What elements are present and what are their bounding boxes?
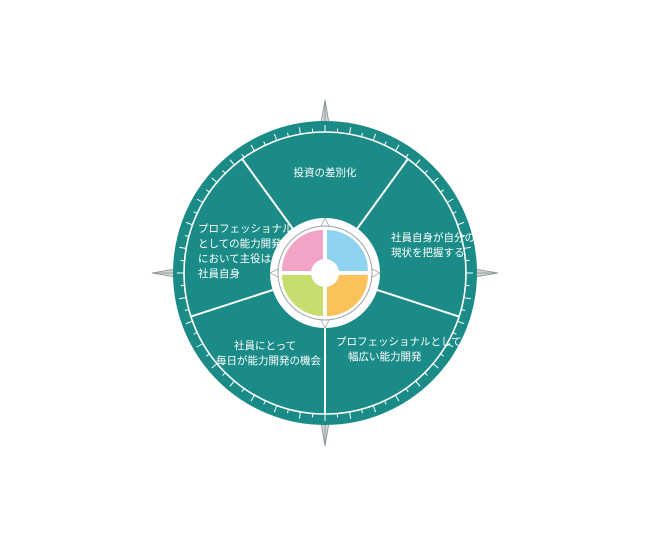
- tick-mark: [179, 296, 187, 300]
- segment-label-upper-left-line3: において主役は: [198, 252, 271, 265]
- tick-mark: [286, 409, 289, 414]
- segment-label-lower-right: プロフェッショナルとしての 幅広い能力開発: [336, 336, 476, 363]
- segment-dividers: [190, 158, 460, 414]
- tick-mark: [273, 133, 278, 141]
- tick-mark: [372, 405, 377, 413]
- tick-mark: [185, 320, 193, 325]
- tick-mark: [193, 332, 198, 335]
- segment-divider: [376, 289, 460, 318]
- segment-divider: [356, 158, 409, 230]
- tick-mark: [298, 411, 302, 419]
- tick-mark: [372, 133, 377, 141]
- tick-mark: [424, 170, 428, 174]
- tick-mark: [250, 394, 255, 402]
- tick-mark: [384, 400, 387, 405]
- segment-label-upper-right: 社員自身が自分の 現状を把握する: [391, 231, 478, 259]
- tick-mark: [184, 309, 189, 312]
- tick-mark: [463, 296, 471, 300]
- tick-mark: [461, 309, 466, 312]
- segment-label-lower-left: 社員にとって 毎日が能力開発の機会: [216, 339, 321, 367]
- tick-mark: [452, 332, 457, 335]
- tick-mark: [395, 394, 400, 402]
- tick-mark: [446, 343, 454, 348]
- segment-label-lower-right-line2: 幅広い能力開発: [348, 350, 422, 363]
- tick-mark: [298, 127, 302, 135]
- tick-mark: [241, 388, 245, 393]
- segment-divider: [190, 289, 274, 318]
- segment-label-top-line1: 投資の差別化: [294, 166, 357, 179]
- tick-mark: [196, 198, 204, 203]
- segment-label-upper-left: プロフェッショナル としての能力開発 において主役は 社員自身: [198, 223, 296, 280]
- tick-mark: [193, 211, 198, 214]
- quadrant-group: [282, 230, 368, 316]
- tick-mark: [286, 132, 289, 137]
- tick-mark: [241, 153, 245, 158]
- tick-mark: [250, 144, 255, 152]
- tick-mark: [432, 177, 439, 183]
- tick-mark: [222, 372, 226, 376]
- segment-label-lower-right-line1: プロフェッショナルとしての: [336, 336, 472, 348]
- tick-mark: [263, 141, 266, 146]
- segment-label-upper-left-line2: としての能力開発: [198, 237, 282, 250]
- tick-mark: [263, 400, 266, 405]
- tick-mark: [273, 405, 278, 413]
- segment-divider: [241, 158, 294, 230]
- tick-mark: [185, 221, 193, 226]
- segment-label-upper-right-line1: 社員自身が自分の: [391, 231, 475, 244]
- tick-mark: [229, 159, 235, 166]
- segment-label-upper-left-line4: 社員自身: [198, 267, 240, 280]
- tick-mark: [361, 132, 364, 137]
- tick-mark: [205, 353, 210, 357]
- tick-mark: [440, 189, 445, 193]
- tick-mark: [440, 353, 445, 357]
- tick-mark: [463, 246, 471, 250]
- tick-mark: [424, 372, 428, 376]
- tick-mark: [229, 380, 235, 387]
- tick-mark: [405, 153, 409, 158]
- tick-mark: [179, 246, 187, 250]
- tick-marks: [177, 125, 473, 421]
- tick-mark: [196, 343, 204, 348]
- tick-mark: [415, 380, 421, 387]
- segment-label-lower-left-line2: 毎日が能力開発の機会: [216, 354, 321, 367]
- tick-mark: [184, 234, 189, 237]
- center-dot: [311, 259, 339, 287]
- segment-label-upper-left-line1: プロフェッショナル: [198, 223, 293, 235]
- quadrant-green: [282, 275, 323, 316]
- tick-mark: [222, 170, 226, 174]
- tick-mark: [457, 221, 465, 226]
- tick-mark: [211, 363, 218, 369]
- tick-mark: [205, 189, 210, 193]
- quadrant-orange: [327, 275, 368, 316]
- quadrant-blue: [327, 230, 368, 271]
- tick-mark: [452, 211, 457, 214]
- tick-mark: [211, 177, 218, 183]
- tick-mark: [384, 141, 387, 146]
- tick-mark: [405, 388, 409, 393]
- tick-mark: [361, 409, 364, 414]
- tick-mark: [415, 159, 421, 166]
- tick-mark: [348, 127, 352, 135]
- segment-label-upper-right-line2: 現状を把握する: [391, 246, 465, 259]
- tick-mark: [348, 411, 352, 419]
- segment-label-top: 投資の差別化: [294, 166, 357, 179]
- tick-mark: [457, 320, 465, 325]
- tick-mark: [432, 363, 439, 369]
- segment-label-lower-left-line1: 社員にとって: [234, 339, 296, 352]
- quadrant-pink: [282, 230, 323, 271]
- tick-mark: [395, 144, 400, 152]
- tick-mark: [446, 198, 454, 203]
- tick-mark: [461, 234, 466, 237]
